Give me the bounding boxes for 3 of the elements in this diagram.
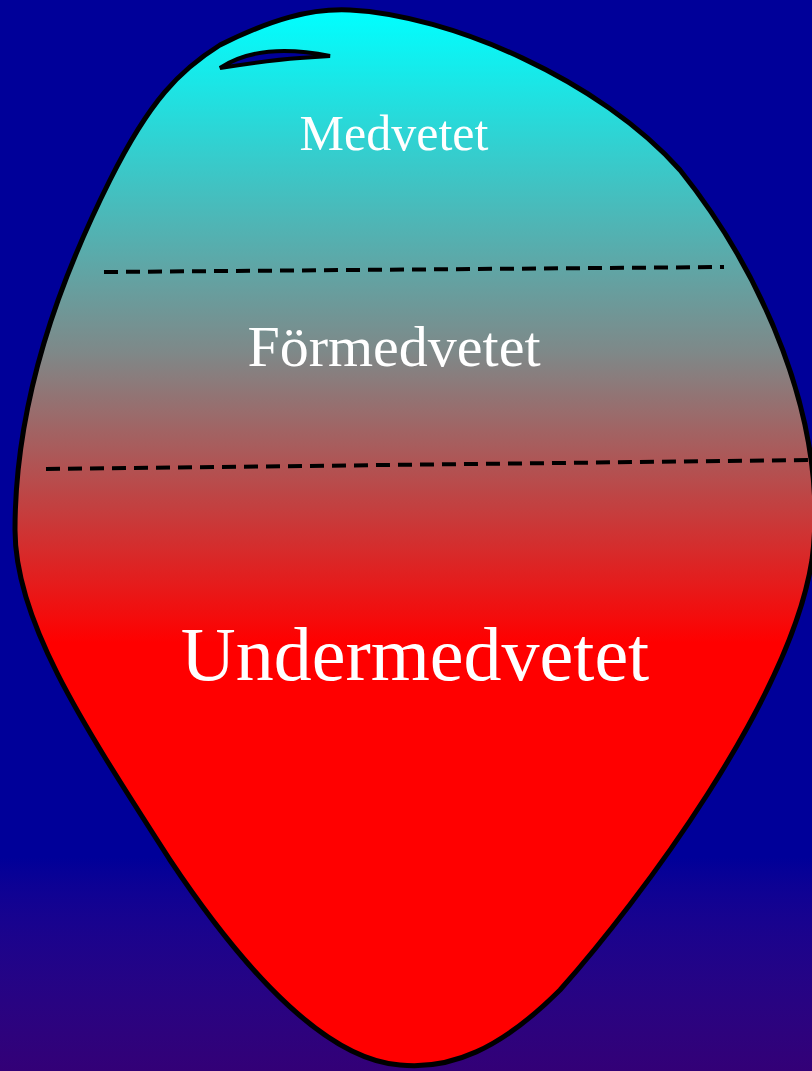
layer-label: Förmedvetet: [247, 314, 541, 379]
layer-label: Undermedvetet: [180, 612, 650, 696]
layer-label: Medvetet: [299, 105, 489, 161]
